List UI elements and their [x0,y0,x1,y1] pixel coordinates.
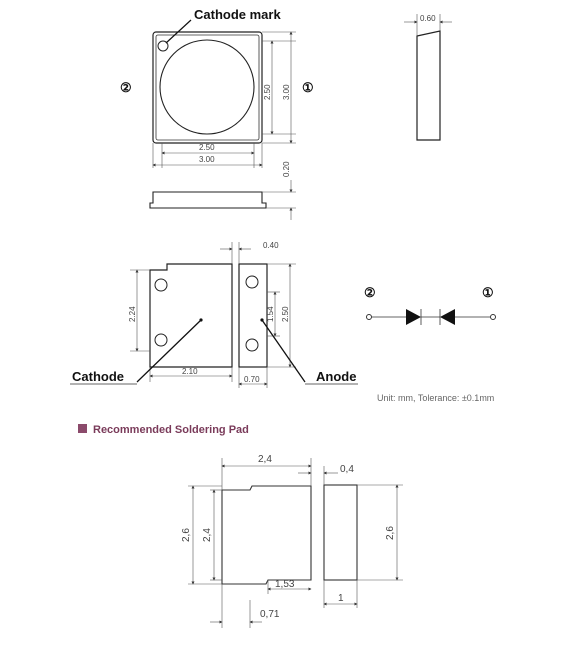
anode-leader [261,319,306,383]
dim-solder-gap: 0,4 [340,464,354,475]
dim-solder-offset: 0,71 [260,609,280,620]
bottom-view: 0.40 2.24 1.54 2.50 2.10 0.70 Cathode An… [70,241,358,388]
dim-small-pad-width: 0.70 [244,375,260,384]
schematic: ② ① [364,285,496,325]
large-pad-hole-top [154,278,168,292]
dim-small-pad: 1.54 [266,306,275,322]
diode-left-triangle [406,309,421,325]
schematic-pin1: ① [482,285,494,300]
schematic-terminal-left [366,314,372,320]
solder-pad-large [221,485,312,585]
diode-right-triangle [440,309,455,325]
unit-note: Unit: mm, Tolerance: ±0.1mm [377,393,494,403]
pin2-label: ② [120,80,132,95]
dim-solder-notch: 1,53 [275,579,295,590]
solder-pad-small [323,484,358,581]
dim-solder-right-height: 2,6 [385,526,396,540]
dim-large-pad-width: 2.10 [182,367,198,376]
cathode-leader [136,319,202,383]
dim-gap: 0.40 [263,241,279,250]
dim-height: 0.20 [282,161,291,177]
dim-total-height: 2.50 [281,306,290,322]
lens-circle [159,39,255,135]
front-profile [149,191,267,209]
schematic-terminal-right [490,314,496,320]
dim-solder-width: 2,4 [258,454,272,465]
dim-thickness: 0.60 [420,14,436,23]
dim-pad-height: 2.24 [128,306,137,322]
dim-solder-outer-height: 2,6 [181,528,192,542]
top-view: Cathode mark ② ① 2.50 3.00 2.50 3.00 [120,7,314,168]
side-view-front: 0.20 [149,161,296,220]
schematic-pin2: ② [364,285,376,300]
cathode-label: Cathode [72,369,124,384]
small-pad-hole-bottom [245,338,259,352]
dim-solder-inner-height: 2,4 [202,528,213,542]
pin1-label: ① [302,80,314,95]
package-inner-frame [155,34,260,141]
large-pad-hole-bottom [154,333,168,347]
side-view-right: 0.60 [404,14,452,141]
side-profile [416,30,441,141]
dim-inner-height: 2.50 [263,84,272,100]
section-title: Recommended Soldering Pad [93,424,249,436]
soldering-section: Recommended Soldering Pad 2,4 0,4 2,6 2,… [78,424,403,628]
cathode-mark-leader [165,19,192,44]
small-pad-hole-top [245,275,259,289]
dim-outer-width: 3.00 [199,155,215,164]
cathode-mark-label: Cathode mark [194,7,281,22]
section-marker [78,424,87,433]
dim-solder-small-width: 1 [338,593,344,604]
anode-label: Anode [316,369,356,384]
dim-outer-height: 3.00 [282,84,291,100]
dim-inner-width: 2.50 [199,143,215,152]
cathode-mark-dot [157,40,169,52]
